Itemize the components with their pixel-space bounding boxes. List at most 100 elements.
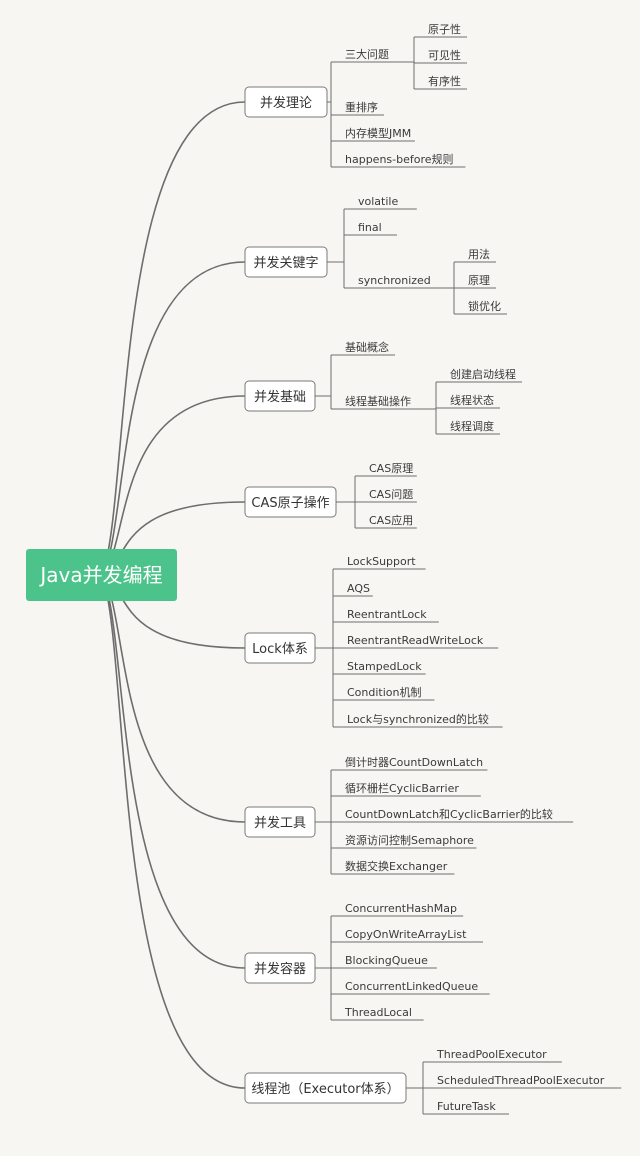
branch-connector <box>101 574 246 1089</box>
leaf-item[interactable]: ReentrantReadWriteLock <box>333 634 499 649</box>
sub-leaf-item-label: 用法 <box>468 247 490 261</box>
leaf-item-label: 内存模型JMM <box>345 126 411 140</box>
branch-node-label: 并发理论 <box>260 95 312 111</box>
sub-leaf-item-label: 有序性 <box>428 74 461 88</box>
leaf-item[interactable]: 线程基础操作 <box>331 394 417 410</box>
leaf-item-label: 线程基础操作 <box>345 394 411 408</box>
leaf-item[interactable]: ThreadLocal <box>331 1006 424 1021</box>
branch-node-label: 并发基础 <box>254 389 306 405</box>
branch-children: CAS原理 CAS问题 CAS应用 <box>336 462 417 529</box>
leaf-item[interactable]: Lock与synchronized的比较 <box>333 712 503 728</box>
leaf-item[interactable]: CAS原理 <box>355 462 417 477</box>
leaf-item-label: synchronized <box>358 274 431 287</box>
sub-leaf-item-label: 原子性 <box>428 22 461 36</box>
sub-leaf-item[interactable]: 可见性 <box>414 48 467 64</box>
leaf-item[interactable]: 循环栅栏CyclicBarrier <box>331 781 481 797</box>
leaf-item[interactable]: ScheduledThreadPoolExecutor <box>423 1074 622 1089</box>
branch-connector <box>101 261 246 576</box>
leaf-item-label: ThreadPoolExecutor <box>436 1048 547 1061</box>
leaf-item-label: 数据交换Exchanger <box>345 859 448 873</box>
sub-leaf-item[interactable]: 线程调度 <box>436 419 500 435</box>
leaf-item-label: ReentrantLock <box>347 608 427 621</box>
leaf-item[interactable]: volatile <box>344 195 417 210</box>
leaf-item[interactable]: CAS应用 <box>355 513 417 529</box>
leaf-item[interactable]: CAS问题 <box>355 488 417 503</box>
leaf-item[interactable]: CopyOnWriteArrayList <box>331 928 483 943</box>
leaf-item[interactable]: ConcurrentHashMap <box>331 902 464 917</box>
leaf-item-label: 重排序 <box>345 100 378 114</box>
leaf-item[interactable]: happens-before规则 <box>331 152 466 168</box>
leaf-item-label: AQS <box>347 582 370 595</box>
leaf-item-label: ThreadLocal <box>344 1006 412 1019</box>
branch-node[interactable]: 并发关键字 <box>244 246 328 278</box>
leaf-item[interactable]: ThreadPoolExecutor <box>423 1048 562 1063</box>
branch-node[interactable]: 线程池（Executor体系） <box>244 1072 407 1104</box>
sub-leaf-item[interactable]: 原理 <box>454 274 496 289</box>
leaf-item[interactable]: LockSupport <box>333 555 426 570</box>
sub-leaf-item[interactable]: 线程状态 <box>436 393 500 409</box>
leaf-item-label: CAS问题 <box>369 488 413 501</box>
leaf-item-label: 循环栅栏CyclicBarrier <box>345 781 459 795</box>
leaf-item[interactable]: 倒计时器CountDownLatch <box>331 756 488 771</box>
leaf-item[interactable]: synchronized <box>344 274 444 289</box>
leaf-item[interactable]: 三大问题 <box>331 47 395 63</box>
sub-leaf-item-label: 线程状态 <box>450 393 494 407</box>
leaf-item[interactable]: CountDownLatch和CyclicBarrier的比较 <box>331 807 574 823</box>
leaf-item-label: 三大问题 <box>345 47 389 61</box>
branch-children: ConcurrentHashMapCopyOnWriteArrayListBlo… <box>315 902 490 1021</box>
leaf-item-label: LockSupport <box>347 555 416 568</box>
leaf-item[interactable]: 重排序 <box>331 100 384 116</box>
leaf-item[interactable]: BlockingQueue <box>331 954 437 969</box>
sub-leaf-item-label: 可见性 <box>428 48 461 62</box>
branch-node-label: 并发工具 <box>254 815 306 831</box>
root-node-box <box>26 549 177 601</box>
leaf-item-label: happens-before规则 <box>345 152 454 166</box>
leaf-item[interactable]: AQS <box>333 582 373 597</box>
leaf-item[interactable]: 内存模型JMM <box>331 126 415 142</box>
root-node[interactable]: Java并发编程 <box>26 549 177 601</box>
sub-leaf-item[interactable]: 用法 <box>454 247 496 263</box>
leaf-item-label: volatile <box>358 195 398 208</box>
leaf-item[interactable]: FutureTask <box>423 1100 509 1115</box>
leaf-item[interactable]: ConcurrentLinkedQueue <box>331 980 490 995</box>
leaf-item[interactable]: 基础概念 <box>331 340 395 356</box>
leaf-item[interactable]: 数据交换Exchanger <box>331 859 455 875</box>
leaf-item-label: 倒计时器CountDownLatch <box>345 756 483 769</box>
sub-leaf-item[interactable]: 锁优化 <box>454 299 507 315</box>
leaf-item-label: ConcurrentHashMap <box>345 902 457 915</box>
sub-leaf-item-label: 锁优化 <box>468 299 501 313</box>
branch-connector <box>101 574 246 969</box>
leaf-item-label: CAS原理 <box>369 462 413 475</box>
sub-leaf-item[interactable]: 创建启动线程 <box>436 367 522 383</box>
leaf-item-label: CountDownLatch和CyclicBarrier的比较 <box>345 807 553 821</box>
branch-node[interactable]: 并发理论 <box>244 86 328 118</box>
root-node-label: Java并发编程 <box>38 563 162 587</box>
leaf-item-label: CopyOnWriteArrayList <box>345 928 467 941</box>
leaf-item-label: Condition机制 <box>347 685 422 699</box>
branch-node[interactable]: 并发容器 <box>244 952 316 984</box>
leaf-item-label: ScheduledThreadPoolExecutor <box>437 1074 605 1087</box>
leaf-item[interactable]: Condition机制 <box>333 685 435 701</box>
branch-node[interactable]: CAS原子操作 <box>244 486 337 518</box>
branch-node[interactable]: Lock体系 <box>244 632 316 664</box>
branch-node-label: 线程池（Executor体系） <box>251 1082 399 1097</box>
branch-node[interactable]: 并发基础 <box>244 380 316 412</box>
branch-node-label: CAS原子操作 <box>251 495 329 511</box>
leaf-item-label: ConcurrentLinkedQueue <box>345 980 478 993</box>
leaf-item[interactable]: 资源访问控制Semaphore <box>331 833 477 849</box>
leaf-item-label: Lock与synchronized的比较 <box>347 712 489 726</box>
leaf-item[interactable]: final <box>344 221 397 236</box>
leaf-item[interactable]: StampedLock <box>333 660 426 675</box>
branch-node-label: 并发容器 <box>254 961 306 977</box>
branch-node[interactable]: 并发工具 <box>244 806 316 838</box>
leaf-item[interactable]: ReentrantLock <box>333 608 439 623</box>
leaf-item-label: 基础概念 <box>345 340 389 354</box>
sub-leaf-item[interactable]: 有序性 <box>414 74 467 90</box>
sub-leaf-item[interactable]: 原子性 <box>414 22 467 38</box>
branch-children: ThreadPoolExecutorScheduledThreadPoolExe… <box>406 1048 622 1115</box>
